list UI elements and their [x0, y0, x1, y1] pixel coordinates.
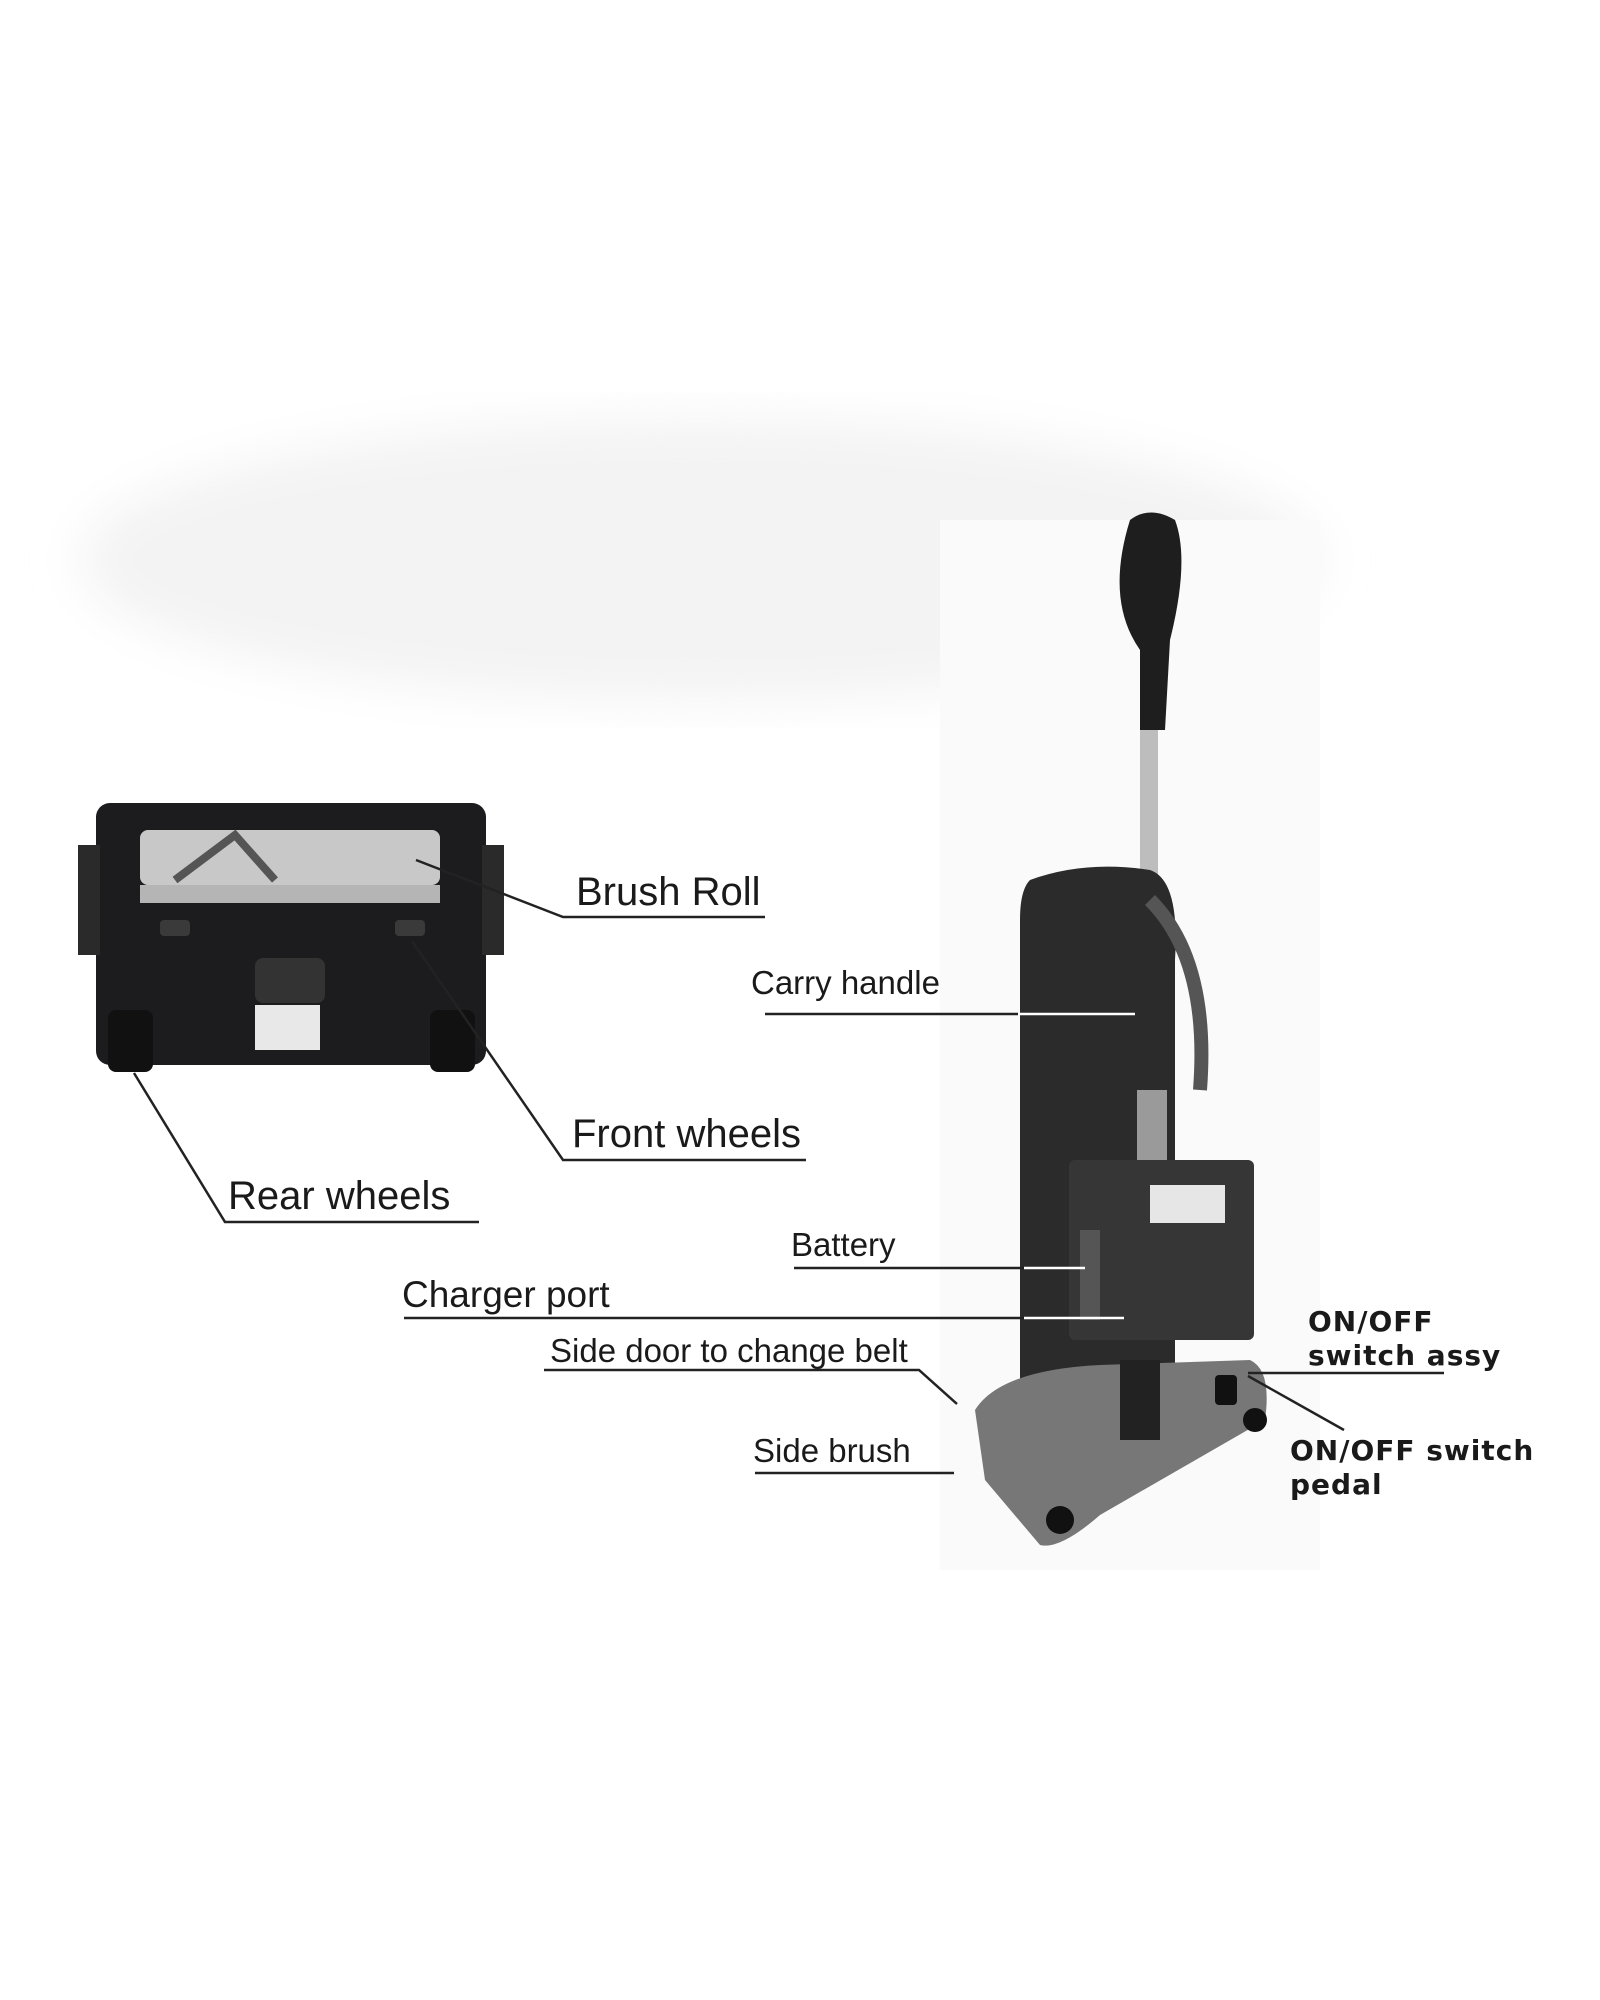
leader-rear-wheels: [132, 1072, 479, 1224]
label-front-wheels: Front wheels: [572, 1112, 801, 1156]
label-switch-assy: ON/OFF switch assy: [1308, 1305, 1501, 1373]
label-switch-pedal-line2: pedal: [1290, 1468, 1383, 1501]
label-switch-assy-line1: ON/OFF: [1308, 1305, 1434, 1338]
label-side-brush: Side brush: [753, 1432, 911, 1469]
leader-lines-white: [1018, 1012, 1135, 1320]
vacuum-underside-image: [78, 803, 504, 1072]
label-charger-port: Charger port: [402, 1274, 610, 1315]
label-side-door: Side door to change belt: [550, 1332, 908, 1369]
label-battery: Battery: [791, 1226, 896, 1263]
leader-switch-pedal: [1247, 1374, 1345, 1432]
vacuum-upright-image: [975, 512, 1267, 1546]
label-switch-pedal-line1: ON/OFF switch: [1290, 1434, 1535, 1467]
label-carry-handle: Carry handle: [751, 964, 940, 1001]
label-rear-wheels: Rear wheels: [228, 1174, 451, 1218]
leader-lines: [132, 858, 1444, 1475]
label-switch-assy-line2: switch assy: [1308, 1339, 1502, 1372]
leader-front-wheels: [410, 940, 806, 1162]
leader-brush-roll: [415, 858, 765, 919]
label-brush-roll: Brush Roll: [576, 870, 761, 914]
leader-side-door: [544, 1368, 958, 1405]
label-switch-pedal: ON/OFF switch pedal: [1290, 1434, 1534, 1502]
